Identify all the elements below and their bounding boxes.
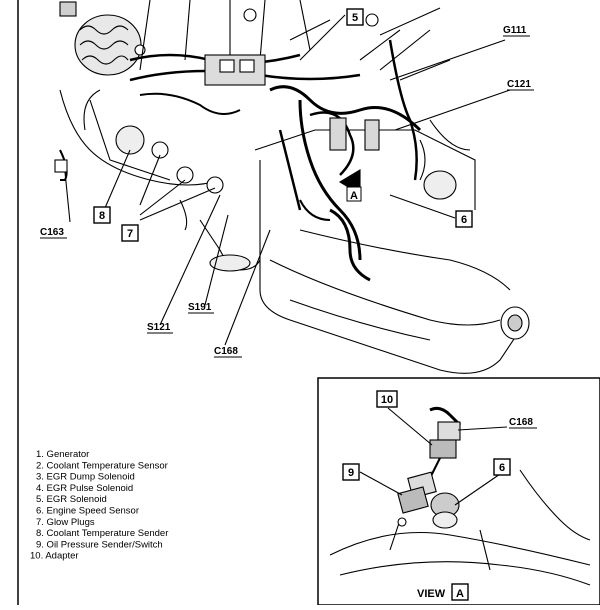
legend-item: 10. Adapter bbox=[30, 551, 79, 562]
view-a-arrow bbox=[338, 169, 362, 202]
upper-harness-drawing bbox=[129, 0, 451, 261]
inset-drawing bbox=[329, 406, 591, 586]
transmission-drawing bbox=[254, 111, 530, 374]
main-callouts: 5 G111 C121 6 8 7 C163 S191 S121 C168 bbox=[40, 8, 534, 358]
view-a-inset: 10 C168 9 6 VIEW A bbox=[317, 377, 600, 606]
legend-item: 5. EGR Solenoid bbox=[36, 494, 107, 505]
callout-c168-view: C168 bbox=[509, 417, 533, 428]
callout-10: 10 bbox=[381, 394, 393, 406]
callout-box-5 bbox=[346, 8, 364, 26]
legend-item: 9. Oil Pressure Sender/Switch bbox=[36, 539, 163, 550]
view-caption-letter: A bbox=[456, 588, 464, 600]
callout-c121: C121 bbox=[507, 79, 531, 90]
callout-7: 7 bbox=[127, 228, 133, 240]
callout-box-8 bbox=[93, 206, 111, 224]
legend-item: 3. EGR Dump Solenoid bbox=[36, 472, 135, 483]
callout-9: 9 bbox=[348, 467, 354, 479]
legend-item: 6. Engine Speed Sensor bbox=[36, 506, 139, 517]
engine-illustration bbox=[54, 0, 530, 374]
legend-item: 1. Generator bbox=[36, 449, 89, 460]
leader-lines bbox=[64, 7, 511, 346]
callout-box-10 bbox=[376, 390, 398, 408]
callout-6-main: 6 bbox=[461, 214, 467, 226]
callout-s191: S191 bbox=[188, 302, 212, 313]
callout-g111: G111 bbox=[503, 25, 527, 36]
legend-item: 2. Coolant Temperature Sensor bbox=[36, 460, 168, 471]
callout-6-view: 6 bbox=[499, 462, 505, 474]
inset-leader-lines bbox=[359, 407, 508, 506]
view-caption-letter-box bbox=[451, 583, 469, 601]
legend-item: 4. EGR Pulse Solenoid bbox=[36, 483, 133, 494]
callout-box-7 bbox=[121, 224, 139, 242]
callout-8: 8 bbox=[99, 210, 105, 222]
callout-c168-main: C168 bbox=[214, 346, 238, 357]
arrow-label-a: A bbox=[350, 190, 358, 202]
legend-item: 7. Glow Plugs bbox=[36, 517, 95, 528]
callout-box-9 bbox=[342, 463, 360, 481]
view-caption-word: VIEW bbox=[417, 588, 446, 600]
callout-c163: C163 bbox=[40, 227, 64, 238]
inset-frame bbox=[317, 377, 600, 606]
callout-box-6-view bbox=[493, 458, 511, 476]
generator-drawing bbox=[59, 1, 146, 76]
callout-s121: S121 bbox=[147, 322, 171, 333]
callout-box-6-main bbox=[455, 210, 473, 228]
engine-block-drawing bbox=[54, 89, 261, 272]
legend-item: 8. Coolant Temperature Sender bbox=[36, 528, 168, 539]
callout-5: 5 bbox=[352, 12, 358, 24]
